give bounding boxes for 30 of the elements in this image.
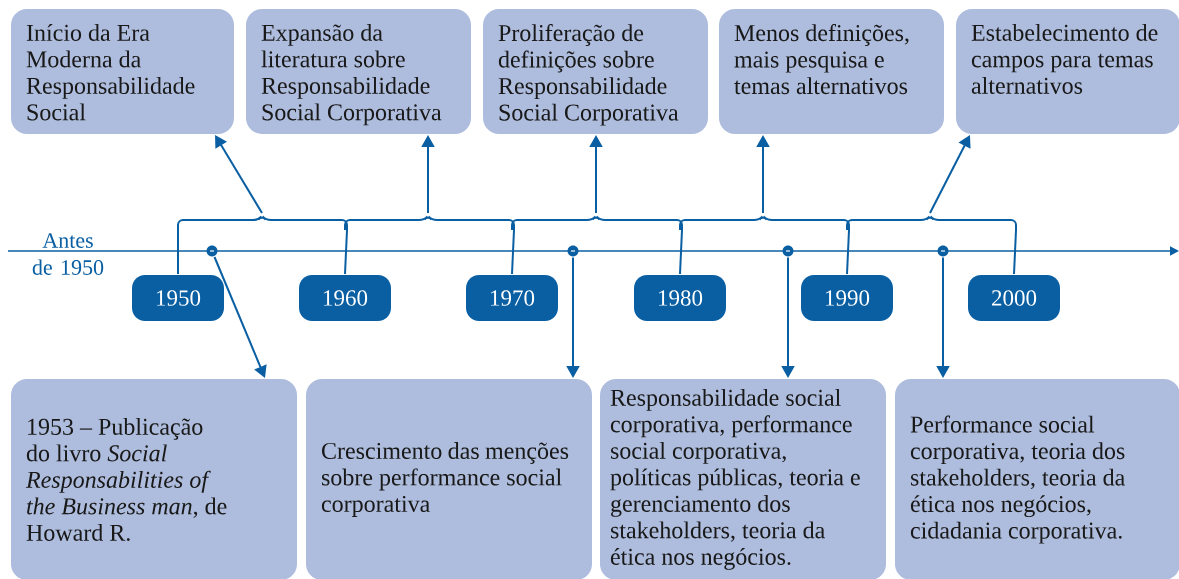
arrow bbox=[929, 135, 971, 214]
event-box: Estabelecimento de campos para temas alternativos bbox=[956, 9, 1179, 134]
event-box: Expansão da literatura sobre Responsabilidade Social Corporativa bbox=[246, 9, 471, 134]
arrow bbox=[215, 135, 263, 214]
year-badge: 1970 bbox=[466, 275, 558, 321]
tick-line bbox=[1013, 229, 1017, 275]
year-badge: 2000 bbox=[968, 275, 1060, 321]
year-badge: 1990 bbox=[801, 275, 893, 321]
year-badge: 1950 bbox=[132, 275, 224, 321]
tick-line bbox=[344, 229, 348, 275]
tick-line bbox=[511, 229, 515, 275]
event-box: Responsabilidade social corporativa, performance social corporativa, políticas públicas, teoria e gerenciamento dos stakeholders, teoria da ética nos negócios. bbox=[600, 379, 886, 579]
brace bbox=[846, 215, 1017, 231]
brace bbox=[511, 215, 683, 231]
event-box: Proliferação de definições sobre Responsabilidade Social Corporativa bbox=[483, 9, 708, 134]
year-badge: 1980 bbox=[634, 275, 726, 321]
brace bbox=[679, 215, 850, 231]
arrow bbox=[213, 256, 267, 378]
brace bbox=[344, 215, 515, 231]
brace bbox=[177, 215, 348, 231]
event-box: Início da Era Moderna da Responsabilidade Social bbox=[11, 9, 234, 134]
event-box: Crescimento das menções sobre performance social corporativa bbox=[306, 379, 592, 579]
event-box: 1953 – Publicação do livro Social Responsabilities of the Business man, de Howard R. bbox=[11, 379, 297, 579]
tick-line bbox=[846, 229, 850, 275]
event-box: Performance social corporativa, teoria dos stakeholders, teoria da ética nos negócios, cidadania corporativa. bbox=[895, 379, 1179, 579]
tick-line bbox=[679, 229, 683, 275]
event-box: Menos definições, mais pesquisa e temas alternativos bbox=[719, 9, 944, 134]
period-label: Antes de 1950 bbox=[32, 233, 104, 275]
year-badge: 1960 bbox=[299, 275, 391, 321]
tick-line bbox=[177, 229, 179, 275]
